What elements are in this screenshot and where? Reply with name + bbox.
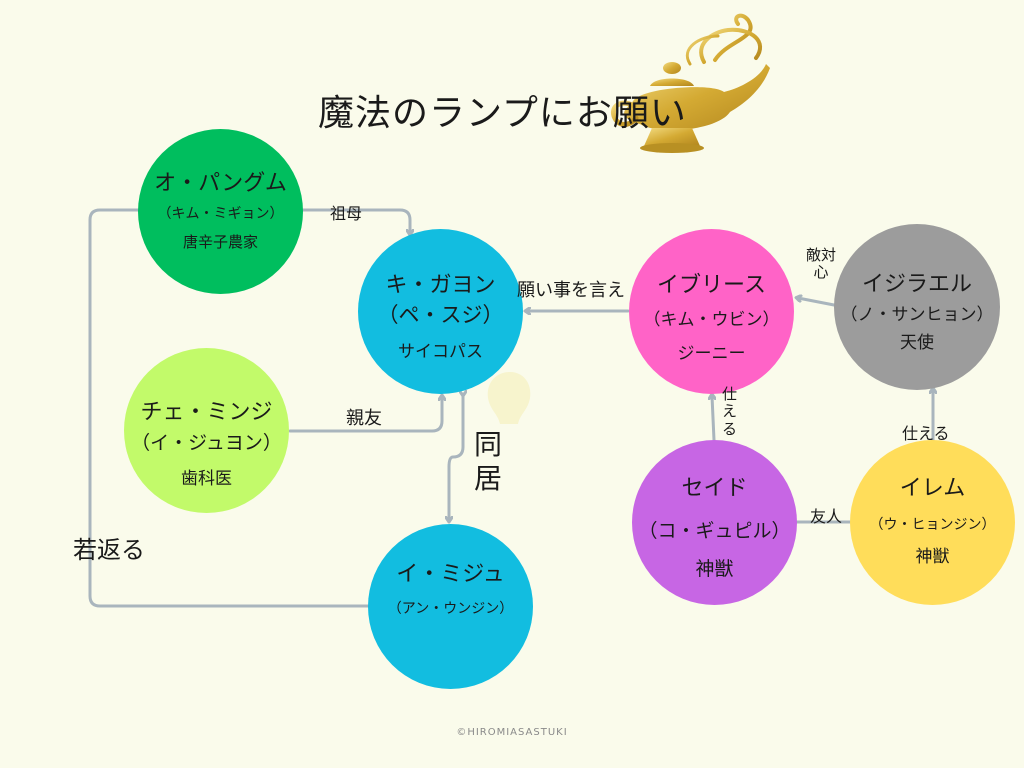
node-role: 神獣 bbox=[695, 558, 734, 580]
best-friend-connector bbox=[288, 397, 442, 433]
node-ki-gayeon[interactable]: キ・ガヨン （ペ・スジ） サイコパス bbox=[358, 229, 523, 394]
node-name: イ・ミジュ bbox=[396, 562, 505, 587]
enemy-connector bbox=[798, 298, 836, 307]
node-role: サイコパス bbox=[398, 342, 483, 362]
enemy-label-line1: 敵対 bbox=[806, 246, 837, 264]
copyright-credit: ©HIROMIASASTUKI bbox=[456, 727, 568, 738]
serve-seid-label: 仕 え る bbox=[722, 385, 738, 438]
best-friend-label: 親友 bbox=[346, 408, 382, 429]
node-che-minji[interactable]: チェ・ミンジ （イ・ジュヨン） 歯科医 bbox=[124, 348, 289, 513]
node-actor: （キム・ウビン） bbox=[643, 310, 780, 330]
lightbulb-icon bbox=[487, 372, 531, 424]
serve-ilem-label: 仕える bbox=[902, 424, 950, 443]
live-together-label-line1: 同 bbox=[474, 428, 503, 461]
node-actor: （アン・ウンジン） bbox=[387, 601, 514, 617]
page-title: 魔法のランプにお願い bbox=[318, 93, 687, 134]
rejuvenate-label: 若返る bbox=[73, 536, 145, 564]
node-role: ジーニー bbox=[677, 344, 746, 364]
live-together-label-line2: 居 bbox=[474, 461, 503, 495]
node-o-pangeum[interactable]: オ・パングム （キム・ミギョン） 唐辛子農家 bbox=[138, 129, 303, 294]
node-role: 神獣 bbox=[915, 547, 950, 567]
node-name: キ・ガヨン bbox=[385, 273, 496, 298]
node-name: イレム bbox=[899, 476, 966, 501]
live-together-label: 同 居 bbox=[474, 428, 502, 495]
node-role: 歯科医 bbox=[181, 469, 232, 489]
wish-label: 願い事を言え bbox=[517, 280, 625, 301]
friend-label: 友人 bbox=[810, 507, 843, 526]
node-name: イジラエル bbox=[861, 272, 972, 297]
node-actor: （イ・ジュヨン） bbox=[131, 432, 282, 454]
node-actor: （ウ・ヒョンジン） bbox=[869, 517, 996, 533]
node-name: セイド bbox=[681, 476, 748, 501]
node-ilem[interactable]: イレム （ウ・ヒョンジン） 神獣 bbox=[850, 440, 1015, 605]
live-together-connector bbox=[449, 394, 463, 520]
node-name: オ・パングム bbox=[154, 171, 287, 196]
serve-seid-label-line3: る bbox=[722, 419, 738, 438]
node-name: チェ・ミンジ bbox=[140, 400, 273, 425]
node-actor: （ノ・サンヒョン） bbox=[840, 305, 994, 325]
serve-seid-connector bbox=[712, 396, 714, 442]
enemy-label-line2: 心 bbox=[813, 263, 829, 282]
node-actor: （ペ・スジ） bbox=[377, 303, 504, 327]
node-seid[interactable]: セイド （コ・ギュピル） 神獣 bbox=[632, 440, 797, 605]
node-israel[interactable]: イジラエル （ノ・サンヒョン） 天使 bbox=[834, 224, 1000, 390]
node-name: イブリース bbox=[657, 273, 766, 298]
node-iblis[interactable]: イブリース （キム・ウビン） ジーニー bbox=[629, 229, 794, 394]
serve-seid-label-line2: え bbox=[722, 402, 738, 421]
grandmother-label: 祖母 bbox=[330, 204, 363, 223]
magic-lamp-icon bbox=[610, 13, 770, 153]
node-actor: （コ・ギュピル） bbox=[638, 520, 791, 542]
node-actor: （キム・ミギョン） bbox=[157, 206, 284, 222]
grandmother-connector bbox=[300, 208, 410, 233]
enemy-label: 敵対 心 bbox=[806, 246, 837, 282]
serve-seid-label-line1: 仕 bbox=[722, 385, 738, 403]
node-role: 唐辛子農家 bbox=[182, 233, 258, 251]
node-role: 天使 bbox=[900, 333, 934, 353]
rejuvenate-connector bbox=[88, 208, 374, 606]
node-i-miju[interactable]: イ・ミジュ （アン・ウンジン） bbox=[368, 524, 533, 689]
